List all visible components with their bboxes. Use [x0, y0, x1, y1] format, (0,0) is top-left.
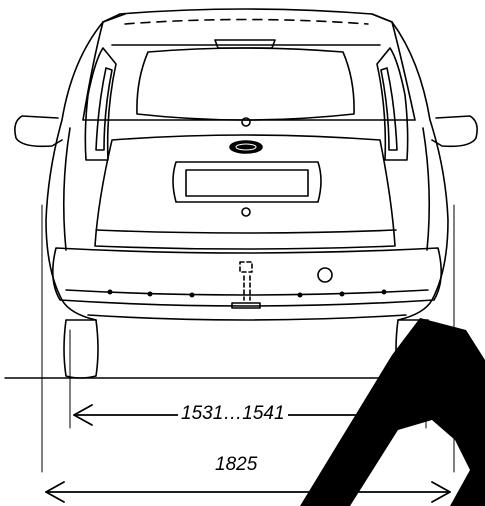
width-dimension-arrow: [45, 481, 451, 503]
right-mirror: [431, 115, 478, 148]
left-body-side: [45, 21, 104, 321]
license-plate: [185, 169, 309, 197]
bumper-sensors: [107, 289, 387, 298]
exhaust-tow-hook: [239, 261, 253, 301]
badge-inner: [235, 143, 257, 151]
overall-width-label: 1825: [212, 455, 261, 474]
track-width-label: 1531…1541: [178, 404, 288, 423]
left-tail-light-inner: [95, 67, 113, 151]
rear-window: [136, 47, 355, 121]
rear-bumper: [52, 247, 442, 321]
right-tail-light: [376, 47, 409, 161]
roof-outline: [82, 8, 416, 121]
right-tire: [395, 319, 431, 379]
right-body-side: [391, 21, 449, 321]
right-tail-light-inner: [380, 67, 398, 151]
tailgate-wiper-pivot: [241, 117, 251, 127]
left-tire: [63, 319, 99, 379]
tailgate-handle: [241, 207, 251, 217]
license-plate-recess: [172, 161, 322, 203]
watermark-shape: [300, 318, 485, 506]
tailgate: [94, 134, 397, 250]
left-mirror: [14, 115, 63, 148]
spoiler-brake-light: [214, 39, 276, 49]
brand-badge: [229, 140, 263, 154]
left-tail-light: [84, 47, 117, 161]
reversing-light: [317, 267, 333, 283]
